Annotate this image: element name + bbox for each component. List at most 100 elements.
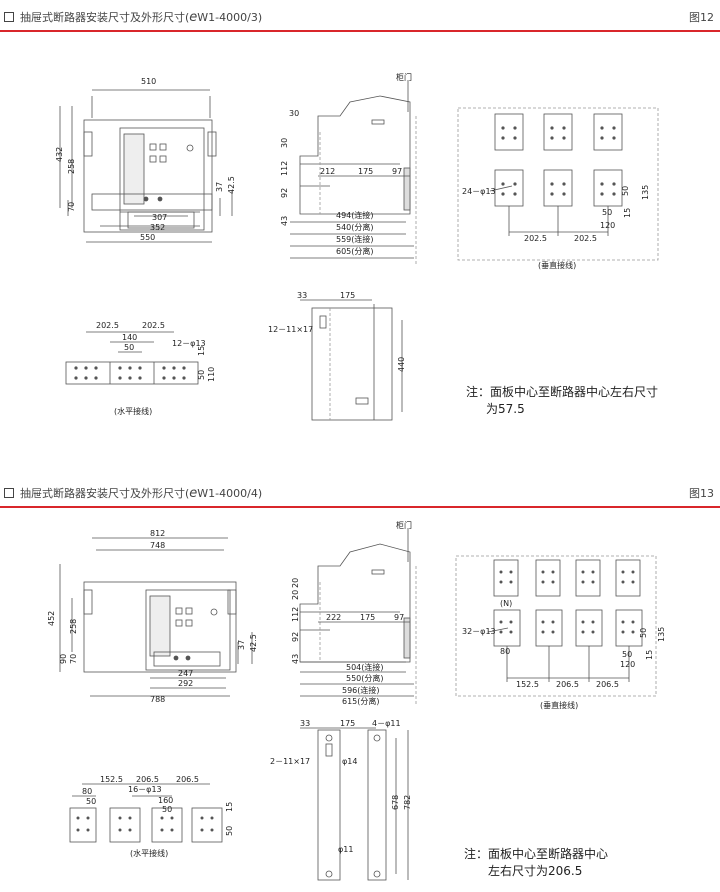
dim-596: 596(连接): [342, 685, 380, 695]
dim-788: 788: [150, 695, 165, 704]
horizontal-wiring-caption: (水平接线): [114, 406, 152, 416]
dim-20: 20: [291, 578, 300, 588]
dim-120: 120: [620, 660, 635, 669]
dim-175: 175: [340, 719, 355, 728]
figure-number: 图13: [689, 487, 714, 500]
dim-120: 120: [600, 221, 615, 230]
horizontal-wiring-view: 202.5 202.5 140 50 12－φ13 15 50 110 (水平接…: [65, 321, 216, 416]
dim-452: 452: [47, 611, 56, 626]
dim-222: 222: [326, 613, 341, 622]
dim-540: 540(分离): [336, 222, 374, 232]
holes-label: 12－φ13: [172, 339, 206, 348]
dim-812: 812: [150, 529, 165, 538]
dim-352: 352: [150, 223, 165, 232]
dim-678: 678: [391, 795, 400, 810]
drawing-fig13: 812 748 452 258 90 70 37 42.5 247 292 78…: [47, 520, 666, 881]
dim-80: 80: [500, 647, 510, 656]
dim-202-5: 202.5: [142, 321, 165, 330]
dim-112: 112: [280, 161, 289, 176]
figure-number: 图12: [689, 11, 714, 24]
holes-label: 24－φ13: [462, 187, 496, 196]
dim-50: 50: [621, 186, 630, 196]
drawing-fig12: 510 432 258 70 37 42.5 307 352 550 柜门 30…: [55, 72, 659, 421]
dim-160: 160: [158, 796, 173, 805]
dim-42-5: 42.5: [249, 634, 258, 652]
dim-90: 90: [59, 654, 68, 664]
mounting-view: 33 175 12－11×17 440: [268, 291, 406, 421]
dim-15: 15: [623, 208, 632, 218]
dim-432: 432: [55, 147, 64, 162]
door-label: 柜门: [396, 72, 412, 82]
dim-504: 504(连接): [346, 662, 384, 672]
checkbox-icon: [4, 12, 14, 22]
note-fig13: 注：面板中心至断路器中心 左右尺寸为206.5: [464, 847, 609, 878]
side-view: 柜门 30 30 112 92 43 212 175 97 494(连接) 54…: [280, 72, 417, 266]
dim-135: 135: [657, 627, 666, 642]
door-label: 柜门: [396, 520, 412, 530]
mounting-view: 33 175 4－φ11 φ14 2－11×17 678 782 φ11: [270, 719, 412, 881]
dim-748: 748: [150, 541, 165, 550]
dim-605: 605(分离): [336, 246, 374, 256]
dim-97: 97: [394, 613, 404, 622]
dim-33: 33: [297, 291, 307, 300]
dim-258: 258: [67, 159, 76, 174]
vertical-wiring-caption: (垂直接线): [540, 700, 578, 710]
dim-15: 15: [197, 346, 206, 356]
horizontal-wiring-view: 152.5 206.5 206.5 80 50 16－φ13 160 50 15…: [69, 775, 234, 858]
front-view: 812 748 452 258 90 70 37 42.5 247 292 78…: [47, 529, 258, 704]
section-title: 抽屉式断路器安装尺寸及外形尺寸(eW1-4000/4): [4, 485, 262, 501]
dim-43: 43: [280, 216, 289, 226]
dim-80: 80: [82, 787, 92, 796]
dim-92: 92: [291, 632, 300, 642]
slot-label: 2－11×17: [270, 757, 310, 766]
dim-50: 50: [225, 826, 234, 836]
holes-label: 32－φ13: [462, 627, 496, 636]
dim-292: 292: [178, 679, 193, 688]
note-fig12: 注：面板中心至断路器中心左右尺寸 为57.5: [466, 385, 659, 416]
red-divider: [0, 506, 720, 508]
dim-550: 550(分离): [346, 673, 384, 683]
front-view: 510 432 258 70 37 42.5 307 352 550: [55, 77, 236, 243]
dim-550: 550: [140, 233, 155, 242]
dim-37: 37: [237, 640, 246, 650]
vertical-wiring-view: (N) 32－φ13 80 50 135 15 50 120 152.5 206…: [455, 555, 666, 710]
dim-112: 112: [291, 607, 300, 622]
dim-97: 97: [392, 167, 402, 176]
section-title: 抽屉式断路器安装尺寸及外形尺寸(eW1-4000/3): [4, 9, 262, 25]
dim-206-5: 206.5: [136, 775, 159, 784]
dim-50: 50: [162, 805, 172, 814]
dim-175: 175: [360, 613, 375, 622]
dim-15: 15: [645, 650, 654, 660]
slot-label: 12－11×17: [268, 325, 313, 334]
dim-510: 510: [141, 77, 156, 86]
dim-206-5: 206.5: [596, 680, 619, 689]
dim-152-5: 152.5: [100, 775, 123, 784]
dim-202-5: 202.5: [574, 234, 597, 243]
dim-247: 247: [178, 669, 193, 678]
dim-42-5: 42.5: [227, 176, 236, 194]
red-divider: [0, 30, 720, 32]
side-view: 柜门 20 20 112 92 43 222 175 97 504(连接) 55…: [291, 520, 417, 706]
dim-20: 20: [291, 590, 300, 600]
dim-92: 92: [280, 188, 289, 198]
dim-175: 175: [358, 167, 373, 176]
dim-50: 50: [124, 343, 134, 352]
dim-110: 110: [207, 367, 216, 382]
section-header-fig12: 抽屉式断路器安装尺寸及外形尺寸(eW1-4000/3) 图12: [0, 0, 720, 32]
dim-30: 30: [289, 109, 299, 118]
dim-559: 559(连接): [336, 234, 374, 244]
dim-440: 440: [397, 357, 406, 372]
dim-152-5: 152.5: [516, 680, 539, 689]
dim-206-5: 206.5: [556, 680, 579, 689]
dim-70: 70: [67, 202, 76, 212]
dim-202-5: 202.5: [96, 321, 119, 330]
dim-phi11: φ11: [338, 845, 353, 854]
dim-140: 140: [122, 333, 137, 342]
vertical-wiring-view: 24－φ13 50 135 15 50 120 202.5 202.5 (垂直接…: [457, 107, 659, 270]
dim-212: 212: [320, 167, 335, 176]
dim-258: 258: [69, 619, 78, 634]
dim-37: 37: [215, 182, 224, 192]
dim-15: 15: [225, 802, 234, 812]
holes-label: 16－φ13: [128, 785, 162, 794]
dim-615: 615(分离): [342, 696, 380, 706]
